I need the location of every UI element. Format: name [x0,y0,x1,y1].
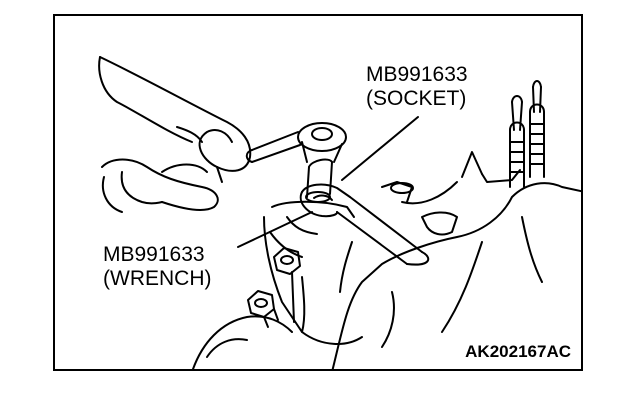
socket-tool [305,158,333,203]
socket-part-number: MB991633 [366,63,468,86]
socket-label: (SOCKET) [366,87,467,110]
service-illustration [98,56,581,369]
figure-id: AK202167AC [465,342,571,361]
bolt-lower [247,290,279,328]
hand [98,56,252,213]
wrench-label: (WRENCH) [103,267,212,290]
wrench-tool [299,183,430,266]
leader-line-wrench [237,211,313,248]
wrench-part-number: MB991633 [103,243,205,266]
engine-studs [509,80,545,188]
ratchet-handle [245,122,347,163]
leader-line-socket [341,116,419,181]
figure-frame: MB991633 (SOCKET) MB991633 (WRENCH) AK20… [53,14,583,371]
housing [192,200,363,369]
bolt-upper [273,247,301,275]
engine-body [331,151,581,369]
